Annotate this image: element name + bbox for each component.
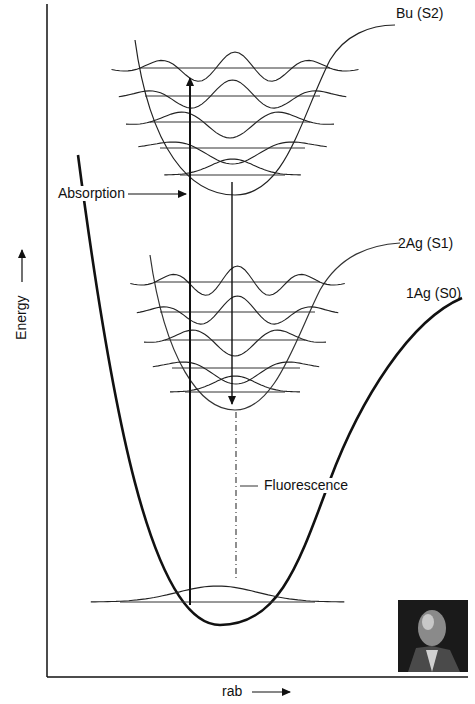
wavefunction [153,362,319,384]
level-line [165,340,305,341]
axis-label: Energy [14,296,29,340]
wavefunction [137,296,338,324]
wavefunction [91,586,344,602]
s1-curve [150,243,400,410]
wavefunction [144,330,326,356]
wavefunction [126,112,334,138]
level-line [155,282,320,283]
level-line [150,122,310,123]
wavefunction [164,159,300,175]
s0-curve [78,155,462,625]
arrow-label: Absorption [56,186,127,201]
level-line [180,175,285,176]
level-line [145,96,320,97]
energy-axis [46,4,48,677]
wavefunction [112,52,359,81]
arrow-label: Fluorescence [262,478,350,493]
absorption-arrow [189,78,191,605]
vibrational-levels [91,52,359,602]
wavefunction [138,142,326,164]
axis-arrow [21,250,22,282]
axis-arrow [252,691,290,692]
level-line [160,148,305,149]
leader-line [240,486,258,487]
wavefunction [130,266,344,295]
portrait-photo [398,600,468,672]
state-label: Bu (S2) [396,6,443,21]
level-line [185,392,285,393]
wavefunction [119,80,346,108]
state-label: 2Ag (S1) [398,236,453,251]
level-line [120,602,315,603]
s2-curve [135,25,395,195]
fluorescence-line [235,412,236,578]
leader-line [128,193,186,194]
level-line [140,68,330,69]
level-line [160,312,315,313]
level-line [172,368,300,369]
state-label: 1Ag (S0) [406,286,461,301]
distance-axis [47,676,468,678]
axis-label: rab [222,684,242,699]
relaxation-arrow [231,182,232,404]
